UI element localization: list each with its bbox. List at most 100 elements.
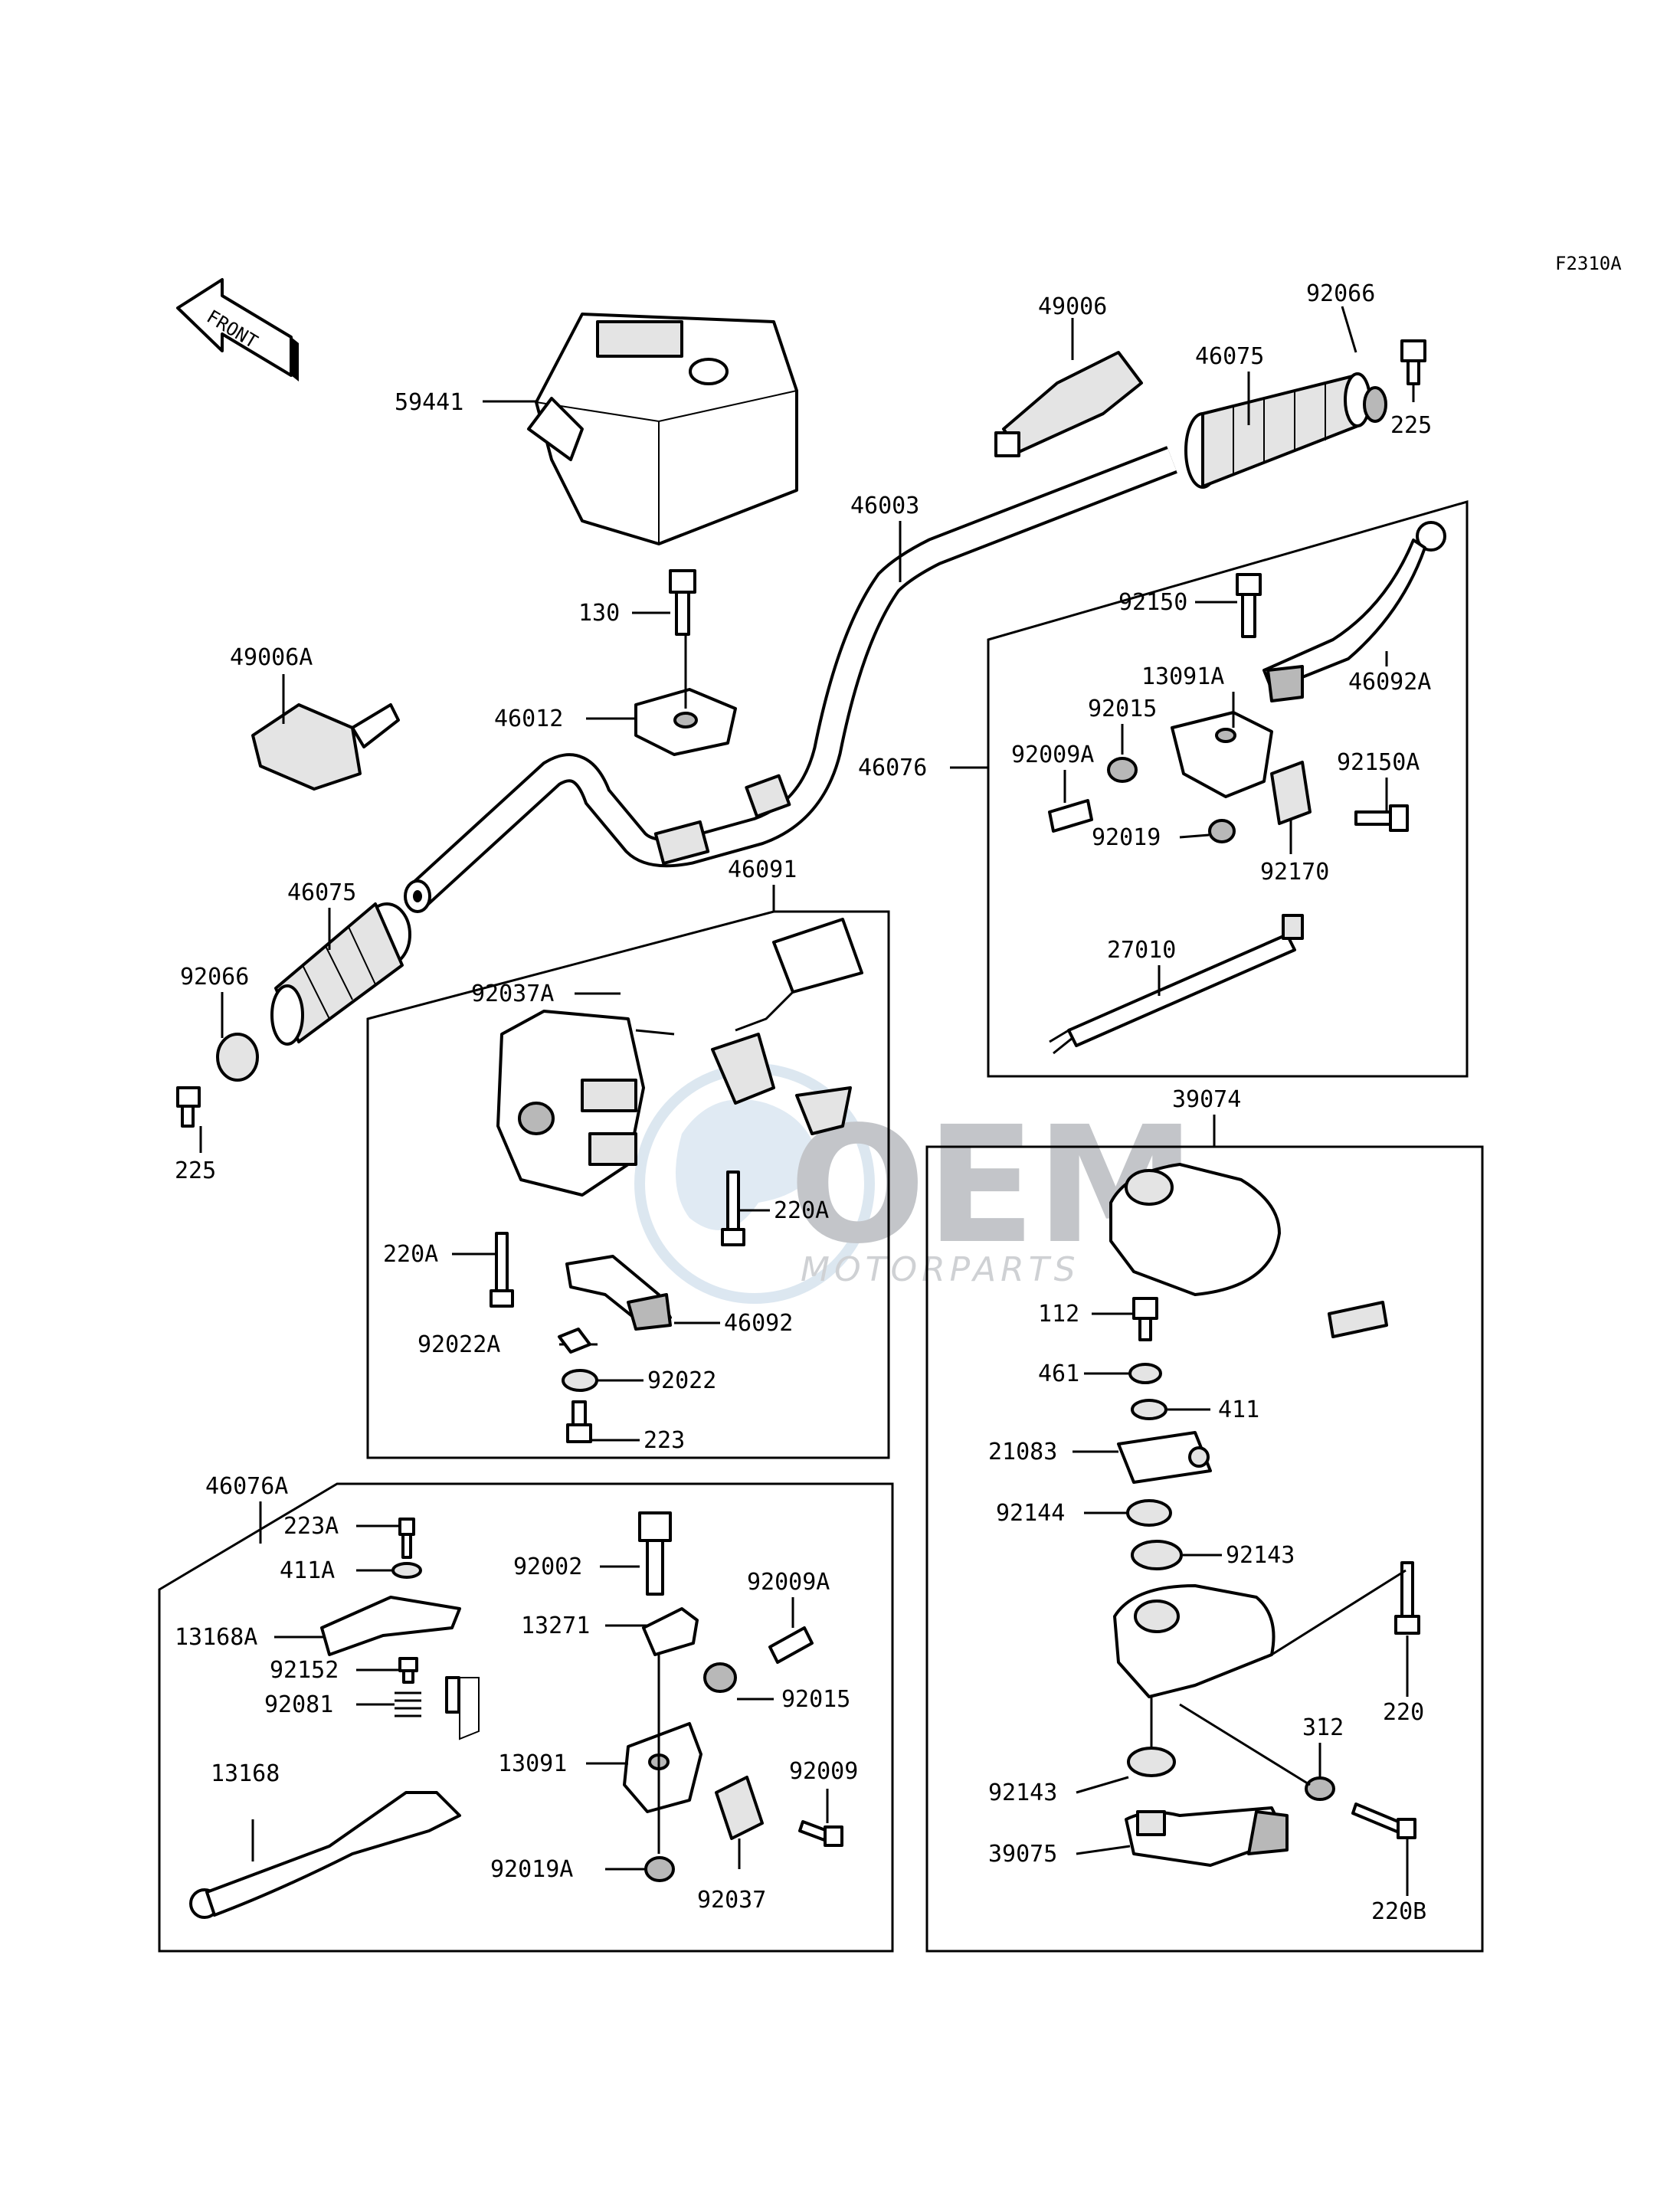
label-130: 130 [578,600,620,627]
label-92019A: 92019A [490,1856,573,1883]
label-225-left: 225 [175,1157,216,1184]
label-92002: 92002 [513,1554,582,1580]
bolt-92009-drawing [798,1820,843,1847]
label-92015-bottom: 92015 [781,1686,850,1713]
nut-312-drawing [1305,1776,1335,1801]
lever-39075-drawing [1125,1806,1289,1867]
label-92015-top: 92015 [1088,696,1157,722]
nut-92015-top-drawing [1107,757,1138,783]
grip-left-drawing [270,902,411,1046]
bracket-39074-drawing [1328,1301,1388,1338]
bolt-223-drawing [566,1400,592,1443]
watermark-sub: MOTORPARTS [801,1250,1080,1289]
seal-92143-top-drawing [1131,1540,1183,1570]
cap-92066-top-drawing [1363,386,1387,423]
screw-220-drawing [1394,1561,1420,1635]
label-220A-right: 220A [774,1197,829,1224]
holder-13091-drawing [623,1722,702,1813]
bolt-92152-drawing [398,1657,418,1684]
label-92009A-bottom: 92009A [747,1569,830,1596]
washer-411-drawing [1131,1399,1167,1420]
group-box-39074 [925,1145,1484,1953]
clamp-46012-drawing [634,688,737,756]
label-92037: 92037 [697,1887,766,1914]
label-92066-left: 92066 [180,964,249,990]
nut-92019A-drawing [644,1856,675,1882]
label-92009: 92009 [789,1758,858,1785]
label-46092A: 46092A [1348,669,1431,696]
switch-housing-cover-drawing [527,313,798,545]
nut-92015-bottom-drawing [703,1662,737,1693]
housing-39074-drawing [1109,1163,1281,1296]
label-39075: 39075 [988,1841,1057,1868]
plate-13168A-drawing [320,1596,461,1656]
switch-27010-drawing [1049,914,1304,1055]
grip-right-drawing [1184,372,1371,489]
bolt-223A-drawing [398,1518,415,1559]
bolt-92150-drawing [1236,573,1262,638]
bolt-92009A-bottom-drawing [768,1626,814,1664]
bracket-13271-drawing [642,1607,699,1656]
label-220B: 220B [1371,1898,1426,1925]
label-13168: 13168 [211,1760,280,1787]
label-13091: 13091 [498,1750,567,1777]
label-13168A: 13168A [175,1624,257,1651]
screw-220B-drawing [1351,1802,1416,1839]
label-46075-top: 46075 [1195,343,1264,370]
label-312: 312 [1302,1714,1344,1741]
seal-92143-bottom-drawing [1127,1747,1176,1777]
pin-13168-drawing [445,1676,460,1714]
label-92152: 92152 [270,1657,339,1684]
group-box-46076 [987,500,1469,1078]
washer-461-drawing [1128,1363,1162,1384]
label-46003: 46003 [850,493,919,519]
label-92066-top: 92066 [1306,280,1375,307]
throttle-case-drawing [1113,1584,1276,1698]
switch-assembly-46091-drawing [496,918,863,1197]
label-223A: 223A [283,1513,339,1540]
bolt-92150A-drawing [1354,804,1409,832]
screw-220A-right-drawing [721,1171,745,1246]
label-92150A: 92150A [1337,749,1420,776]
label-46091: 46091 [728,856,797,883]
handlebar-drawing [404,446,1177,913]
nut-92019-drawing [1208,819,1236,843]
washer-92022A-drawing [558,1328,591,1354]
part-labels: 59441 49006 46075 92066 225 46003 130 46… [175,280,1432,1925]
washer-411A-drawing [391,1562,422,1579]
label-92150: 92150 [1118,589,1187,616]
clamp-92037-drawing [715,1776,764,1840]
front-arrow-icon: FRONT [176,278,299,381]
boot-49006A-drawing [251,703,400,791]
label-112: 112 [1038,1301,1079,1328]
watermark-globe-icon [676,1099,820,1230]
label-46012: 46012 [494,706,563,732]
bolt-225-left-drawing [176,1086,201,1128]
label-49006A: 49006A [230,644,313,671]
label-92009A-top: 92009A [1011,742,1094,768]
label-13271: 13271 [521,1613,590,1639]
diagram-code: F2310A [1555,253,1622,274]
bolt-92002-drawing [638,1511,672,1596]
bolt-225-top-drawing [1400,339,1426,385]
label-92037A: 92037A [471,981,554,1007]
group-box-46091 [366,910,890,1459]
label-92019: 92019 [1092,824,1161,851]
bolt-112-drawing [1132,1297,1158,1341]
spring-92081-drawing [395,1691,421,1717]
clamp-92170-drawing [1270,761,1312,825]
label-46092: 46092 [724,1310,793,1337]
watermark: OEM MOTORPARTS [634,1063,1196,1304]
plate-21083-drawing [1117,1431,1212,1484]
cap-92066-left-drawing [216,1033,259,1082]
bolt-130-drawing [669,569,696,636]
label-49006: 49006 [1038,293,1107,320]
washer-92022-drawing [562,1369,598,1392]
label-46076: 46076 [858,755,927,781]
label-59441: 59441 [395,389,463,416]
spring-92144-drawing [1126,1499,1172,1527]
screw-220A-left-drawing [490,1232,514,1308]
lever-46092A-drawing [1262,521,1446,702]
group-box-46076A [158,1482,894,1953]
